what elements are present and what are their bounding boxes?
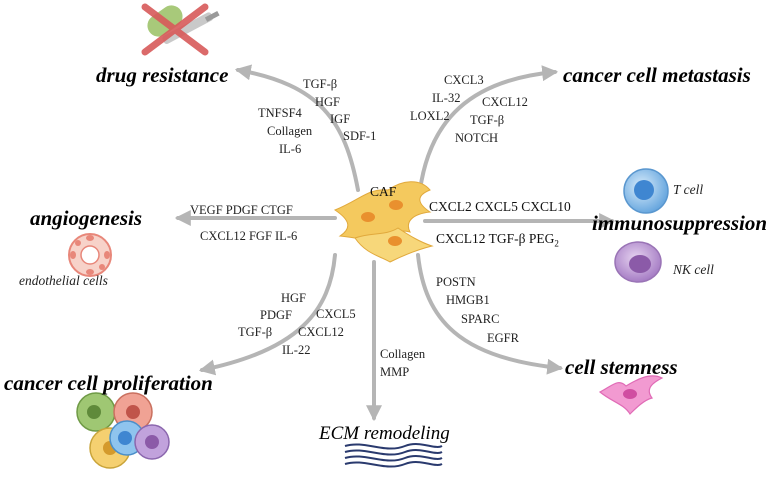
endothelial-cells-label: endothelial cells — [19, 273, 108, 288]
factor-label: IGF — [330, 112, 351, 126]
factor-label: TGF-β — [303, 77, 338, 91]
factor-label: HGF — [315, 95, 341, 109]
outcome-drug-resistance: drug resistance — [96, 63, 229, 87]
factor-label: NOTCH — [455, 131, 499, 145]
outcome-proliferation: cancer cell proliferation — [4, 371, 213, 395]
outcome-stemness: cell stemness — [565, 355, 678, 379]
factor-label: TNFSF4 — [258, 106, 302, 120]
factor-label: IL-22 — [282, 343, 311, 357]
factor-label: EGFR — [487, 331, 519, 345]
arrows — [174, 64, 616, 422]
t-cell-label: T cell — [673, 182, 704, 197]
factor-label: HGF — [281, 291, 307, 305]
cancer-cell-cluster-icon — [76, 392, 170, 469]
factor-label: PDGF — [260, 308, 292, 322]
ecm-fibers-icon — [344, 443, 443, 468]
endothelial-vessel-icon — [68, 233, 112, 277]
factor-label: CXCL12 FGF IL-6 — [200, 229, 298, 243]
factor-label: IL-32 — [432, 91, 461, 105]
arrow-metastasis — [418, 65, 559, 192]
outcome-immunosuppression: immunosuppression — [592, 211, 768, 235]
arrow-stemness — [416, 253, 564, 375]
arrow-proliferation — [198, 253, 337, 376]
factor-label: LOXL2 — [410, 109, 450, 123]
factor-label: CXCL3 — [444, 73, 484, 87]
nk-cell-icon — [614, 241, 662, 283]
factor-label: SDF-1 — [343, 129, 377, 143]
factor-label: CXCL5 — [316, 307, 356, 321]
factor-label: Collagen — [267, 124, 313, 138]
factor-label: TGF-β — [238, 325, 273, 339]
factor-label: POSTN — [436, 275, 476, 289]
nk-cell-label: NK cell — [673, 262, 714, 277]
caf-cluster-icon — [333, 181, 434, 263]
outcome-angiogenesis: angiogenesis — [30, 206, 143, 230]
factor-label: CXCL2 CXCL5 CXCL10 — [429, 199, 571, 214]
factor-label: TGF-β — [470, 113, 505, 127]
factor-label: VEGF PDGF CTGF — [190, 203, 293, 217]
factor-label: IL-6 — [279, 142, 302, 156]
factor-label: MMP — [380, 365, 410, 379]
arrow-drug-resistance — [234, 64, 360, 192]
factor-label: CXCL12 — [482, 95, 528, 109]
outcome-metastasis: cancer cell metastasis — [563, 63, 751, 87]
outcome-ecm-remodeling: ECM remodeling — [319, 423, 450, 444]
factor-label: Collagen — [380, 347, 426, 361]
crossed-out-pill-and-syringe-icon — [141, 3, 220, 56]
t-cell-icon — [623, 168, 669, 214]
stem-cell-icon — [598, 375, 664, 415]
factor-label: SPARC — [461, 312, 500, 326]
caf-label: CAF — [370, 184, 397, 199]
factor-label: HMGB1 — [446, 293, 490, 307]
factor-label: CXCL12 TGF-β PEG2 — [436, 231, 559, 249]
factor-label: CXCL12 — [298, 325, 344, 339]
